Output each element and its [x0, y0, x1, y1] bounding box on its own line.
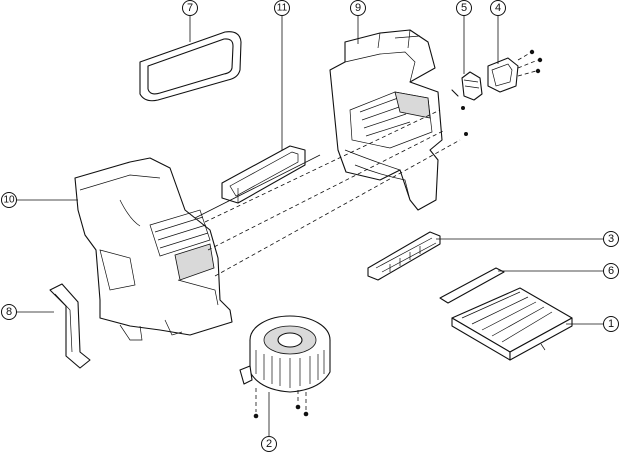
callout-5: 5 [456, 0, 472, 16]
seal-gasket-part [139, 31, 242, 102]
callout-label-9: 9 [355, 2, 361, 14]
filter-frame-part-3 [367, 231, 441, 281]
strip-part-6 [439, 267, 505, 304]
callout-2: 2 [261, 436, 277, 452]
cabin-filter-part-1 [451, 287, 573, 361]
callout-label-7: 7 [187, 2, 193, 14]
callout-label-4: 4 [495, 2, 501, 14]
callout-label-1: 1 [608, 318, 614, 330]
callout-7: 7 [182, 0, 198, 16]
callout-label-2: 2 [266, 438, 272, 450]
callout-1: 1 [603, 316, 619, 332]
actuator-part-4 [487, 49, 543, 93]
callout-label-11: 11 [277, 3, 288, 14]
callout-label-5: 5 [461, 2, 467, 14]
main-case-part-10 [74, 157, 233, 341]
callout-11: 11 [274, 0, 290, 16]
actuator-part-5 [451, 71, 483, 101]
callout-label-3: 3 [608, 233, 614, 245]
callout-label-10: 10 [3, 195, 15, 206]
callout-6: 6 [603, 263, 619, 279]
callout-9: 9 [350, 0, 366, 16]
callout-4: 4 [490, 0, 506, 16]
callout-3: 3 [603, 231, 619, 247]
upper-case-part-9 [329, 29, 443, 211]
blower-motor-part-2 [239, 315, 331, 419]
callout-8: 8 [1, 304, 17, 320]
assembly-guide-lines [194, 106, 468, 277]
callout-label-6: 6 [608, 265, 614, 277]
duct-part-8 [49, 283, 91, 369]
callout-10: 10 [1, 192, 17, 208]
callout-leaders [16, 14, 604, 440]
callout-label-8: 8 [6, 306, 12, 318]
duct-part-11 [221, 145, 306, 204]
